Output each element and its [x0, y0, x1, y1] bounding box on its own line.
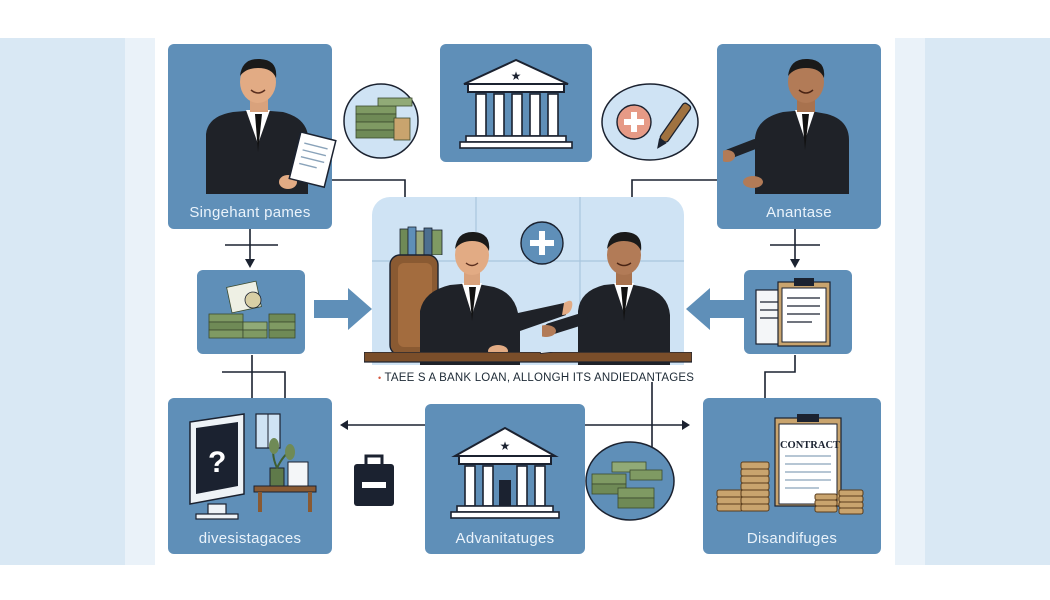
- node-label: Singehant pames: [189, 204, 311, 221]
- money-stack-icon: [208, 280, 296, 339]
- desk-icon: [364, 352, 692, 363]
- monitor-icon: [189, 413, 245, 520]
- left-background-band: [0, 38, 125, 565]
- plant-icon: [253, 413, 317, 512]
- clipboard-icon: [755, 278, 831, 347]
- svg-text:★: ★: [511, 69, 522, 83]
- right-inner-band: [895, 38, 925, 565]
- money-stack-icon: [343, 83, 419, 159]
- node-middle-left-money: [197, 270, 305, 354]
- document-icon: [288, 132, 337, 189]
- person-icon: [542, 231, 670, 365]
- bank-icon: ★: [450, 426, 560, 519]
- node-top-center-bank: ★: [440, 44, 592, 162]
- person-icon: [206, 58, 308, 194]
- person-icon: [723, 58, 849, 194]
- arrow-left-icon: [686, 288, 744, 330]
- node-label: divesistagaces: [198, 530, 302, 547]
- node-middle-right-clipboard: [744, 270, 852, 354]
- pen-icon: [657, 102, 692, 149]
- node-top-right: Anantase: [717, 44, 881, 229]
- node-label: Disandifuges: [746, 530, 838, 547]
- node-label: Advanitatuges: [455, 530, 555, 547]
- person-icon: [420, 231, 573, 365]
- bank-icon: ★: [459, 58, 573, 149]
- node-top-left: Singehant pames: [168, 44, 337, 229]
- node-bottom-left: ? divesistagaces: [168, 398, 332, 554]
- arrow-right-icon: [314, 288, 372, 330]
- right-background-band: [925, 38, 1050, 565]
- center-caption: • taee s a bank loan, allongh its andied…: [378, 372, 694, 384]
- left-inner-band: [125, 38, 155, 565]
- node-bottom-right: CONTRACT: [703, 398, 881, 554]
- node-label: Anantase: [766, 204, 832, 221]
- caption-marker: •: [378, 373, 382, 383]
- books-icon: [399, 226, 443, 255]
- contract-icon: [774, 414, 842, 507]
- svg-text:★: ★: [500, 439, 511, 453]
- contract-heading: CONTRACT: [779, 440, 841, 451]
- plus-circle-icon: [520, 221, 564, 265]
- coins-icon: [814, 489, 864, 515]
- monitor-question-mark: ?: [208, 446, 227, 479]
- briefcase-icon: [354, 454, 394, 506]
- caption-text: taee s a bank loan, allongh its andiedan…: [384, 372, 695, 384]
- center-scene: [372, 197, 684, 365]
- coins-icon: [716, 461, 770, 512]
- node-bottom-center: ★ Advanitatuges: [425, 404, 585, 554]
- plus-circle-icon: [601, 83, 699, 161]
- money-stack-icon: [585, 441, 675, 521]
